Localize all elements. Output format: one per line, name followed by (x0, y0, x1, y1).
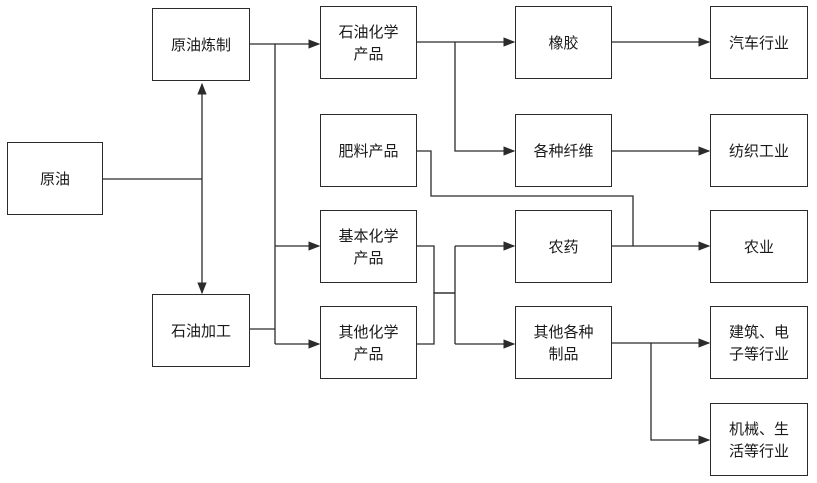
node-processing-label: 石油加工 (170, 321, 231, 340)
node-other-chem-products: 其他化学 产品 (320, 306, 417, 379)
node-processing: 石油加工 (152, 294, 250, 367)
node-machinery-living: 机械、生 活等行业 (710, 403, 808, 476)
node-rubber-label: 橡胶 (548, 33, 579, 52)
node-pesticide-label: 农药 (548, 237, 579, 256)
node-textile-industry: 纺织工业 (710, 114, 808, 187)
edge-other-products-to-machinery (650, 343, 711, 445)
node-crude-oil: 原油 (7, 142, 103, 215)
node-crude-oil-label: 原油 (39, 169, 70, 188)
node-basic-chem-products: 基本化学 产品 (320, 210, 417, 283)
node-petrochem-products-label: 石油化学 产品 (338, 22, 399, 63)
node-fertilizer-products-label: 肥料产品 (338, 141, 399, 160)
node-agriculture: 农业 (710, 210, 808, 283)
node-auto-industry-label: 汽车行业 (728, 33, 789, 52)
edge-petrochem-to-fibers (454, 42, 516, 156)
node-other-chem-products-label: 其他化学 产品 (338, 322, 399, 363)
node-fertilizer-products: 肥料产品 (320, 114, 417, 187)
node-refining: 原油炼制 (152, 8, 250, 81)
node-construction-electronics: 建筑、电 子等行业 (710, 306, 808, 379)
node-basic-chem-products-label: 基本化学 产品 (338, 226, 399, 267)
edge-other-chem-merge (417, 292, 455, 345)
node-rubber: 橡胶 (515, 6, 612, 79)
node-refining-label: 原油炼制 (170, 35, 231, 54)
node-auto-industry: 汽车行业 (710, 6, 808, 79)
node-pesticide: 农药 (515, 210, 612, 283)
node-fibers-label: 各种纤维 (533, 141, 594, 160)
edge-fertilizer-to-agriculture (417, 150, 634, 246)
node-construction-electronics-label: 建筑、电 子等行业 (728, 322, 789, 363)
node-machinery-living-label: 机械、生 活等行业 (728, 419, 789, 460)
node-agriculture-label: 农业 (743, 237, 774, 256)
edge-basic-chem-merge (417, 245, 455, 294)
node-petrochem-products: 石油化学 产品 (320, 6, 417, 79)
node-textile-industry-label: 纺织工业 (728, 141, 789, 160)
node-other-products: 其他各种 制品 (515, 306, 612, 379)
node-other-products-label: 其他各种 制品 (533, 322, 594, 363)
node-fibers: 各种纤维 (515, 114, 612, 187)
